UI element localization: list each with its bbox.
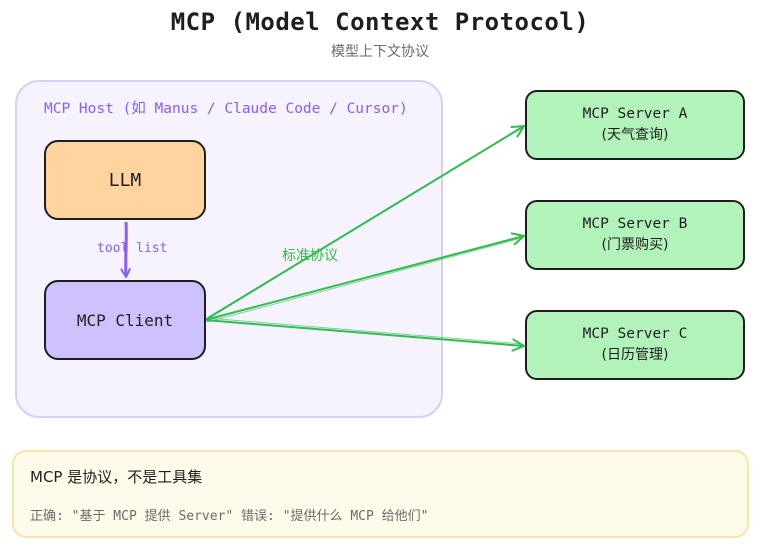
server-b-name: MCP Server B	[582, 216, 688, 232]
edge-llm-to-client	[126, 221, 127, 276]
mcp-host-container	[15, 80, 443, 418]
llm-node-label: LLM	[108, 169, 142, 191]
mcp-host-label: MCP Host (如 Manus / Claude Code / Cursor…	[44, 101, 408, 117]
diagram-title: MCP (Model Context Protocol)	[170, 8, 590, 36]
note-title: MCP 是协议，不是工具集	[30, 468, 203, 486]
edge-client-to-server-b	[204, 236, 524, 321]
note-box	[12, 450, 749, 538]
server-a-desc: (天气查询)	[601, 127, 669, 143]
tool-list-label: tool list	[97, 241, 168, 256]
mcp-server-b-node: MCP Server B (门票购买)	[525, 200, 745, 270]
diagram-subtitle: 模型上下文协议	[331, 44, 429, 60]
mcp-client-node: MCP Client	[44, 280, 206, 360]
mcp-server-c-node: MCP Server C (日历管理)	[525, 310, 745, 380]
server-c-desc: (日历管理)	[601, 347, 669, 363]
server-b-desc: (门票购买)	[601, 237, 669, 253]
note-body: 正确: "基于 MCP 提供 Server" 错误: "提供什么 MCP 给他们…	[30, 509, 429, 524]
standard-protocol-label: 标准协议	[282, 248, 338, 264]
server-a-name: MCP Server A	[582, 106, 688, 122]
edge-client-to-server-c	[204, 319, 524, 346]
llm-node: LLM	[44, 140, 206, 220]
mcp-server-a-node: MCP Server A (天气查询)	[525, 90, 745, 160]
server-c-name: MCP Server C	[582, 326, 688, 342]
mcp-client-node-label: MCP Client	[76, 310, 174, 330]
